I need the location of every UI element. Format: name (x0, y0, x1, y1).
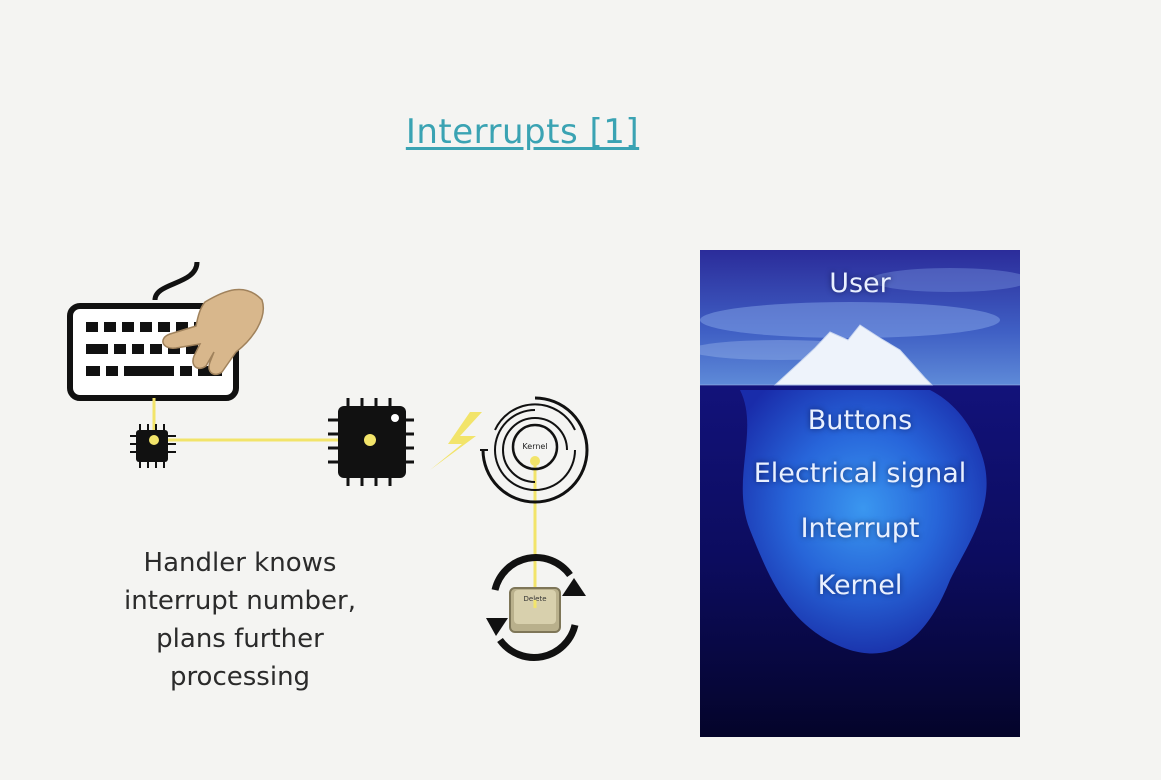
slide-title: Interrupts [1] (405, 112, 640, 152)
caption-line: plans further (156, 624, 324, 654)
kernel-label: Kernel (522, 442, 547, 451)
large-chip-icon (328, 398, 414, 486)
iceberg-label-user: User (829, 268, 891, 299)
refresh-arrow-head-left (486, 618, 508, 636)
hand-icon (162, 288, 264, 376)
iceberg-label-electrical-signal: Electrical signal (753, 458, 967, 489)
iceberg-label-buttons: Buttons (807, 405, 913, 436)
lightning-icon (430, 412, 482, 470)
interrupt-diagram: Kernel Delete (67, 261, 589, 661)
iceberg-image (700, 250, 1020, 737)
iceberg-label-kernel: Kernel (817, 570, 903, 601)
kernel-rings-icon (480, 396, 589, 504)
caption-line: processing (169, 662, 311, 692)
handler-caption: Handler knows interrupt number, plans fu… (95, 544, 385, 696)
iceberg-label-interrupt: Interrupt (800, 513, 920, 544)
caption-line: interrupt number, (124, 586, 356, 616)
kernel-node (530, 456, 540, 466)
caption-line: Handler knows (143, 548, 337, 578)
small-chip-icon (130, 424, 176, 468)
refresh-arrow-head-right (562, 578, 586, 596)
keyboard-cable (152, 261, 200, 301)
delete-key-label: Delete (524, 595, 547, 603)
refresh-arrows-icon (491, 554, 579, 661)
